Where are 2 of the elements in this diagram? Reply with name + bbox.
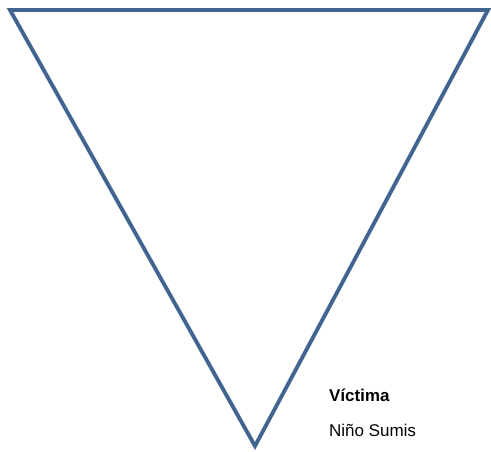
heading-label: Víctima — [329, 386, 390, 406]
text-label: Niño Sumis — [329, 421, 416, 441]
